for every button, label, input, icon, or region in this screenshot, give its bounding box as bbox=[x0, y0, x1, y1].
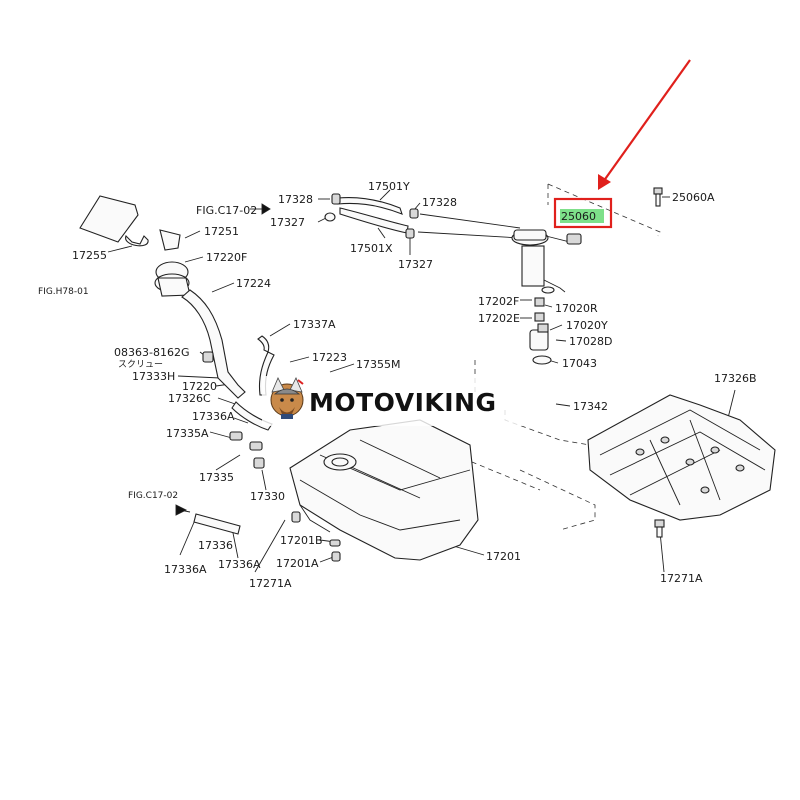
part-label: 17271A bbox=[249, 577, 292, 590]
part-label: FIG.C17-02 bbox=[196, 204, 257, 217]
part-label: 17501Y bbox=[368, 180, 410, 193]
part-label: 17220 bbox=[182, 380, 217, 393]
skid-plate-17326b bbox=[587, 394, 776, 538]
part-label: 17201 bbox=[486, 550, 521, 563]
leader-lines bbox=[107, 189, 736, 573]
watermark-background bbox=[262, 376, 532, 426]
callout-box bbox=[553, 197, 613, 229]
part-label: FIG.H78-01 bbox=[38, 287, 89, 297]
part-label: 17335A bbox=[166, 427, 209, 440]
part-label: 17020Y bbox=[566, 319, 608, 332]
part-label: 17342 bbox=[573, 400, 608, 413]
fuel-tank-17201 bbox=[289, 419, 479, 562]
part-label: 17223 bbox=[312, 351, 347, 364]
part-label: 17201B bbox=[280, 534, 323, 547]
part-label: 08363-8162G bbox=[114, 346, 189, 359]
part-label: 17224 bbox=[236, 277, 271, 290]
part-label: 17251 bbox=[204, 225, 239, 238]
callout-arrowhead-icon bbox=[598, 174, 611, 190]
watermark: MOTOVIKING bbox=[262, 376, 532, 426]
part-label: 17336A bbox=[192, 410, 235, 423]
part-label: 17020R bbox=[555, 302, 598, 315]
fuel-pump-assembly bbox=[511, 229, 582, 365]
part-label: 17335 bbox=[199, 471, 234, 484]
part-label: 17501X bbox=[350, 242, 393, 255]
callout-arrow-line bbox=[602, 59, 691, 183]
part-label: 17202E bbox=[478, 312, 520, 325]
part-label: 25060A bbox=[672, 191, 715, 204]
highlighted-part-label: 25060 bbox=[561, 210, 596, 223]
breather-hoses bbox=[250, 193, 521, 239]
part-label: 17201A bbox=[276, 557, 319, 570]
part-label: 17336A bbox=[218, 558, 261, 571]
watermark-brand: MOTOVIKING bbox=[309, 388, 497, 417]
part-label: 17336A bbox=[164, 563, 207, 576]
part-label: 17336 bbox=[198, 539, 233, 552]
filler-neck-assembly bbox=[79, 195, 275, 535]
part-label: 17327 bbox=[398, 258, 433, 271]
part-label: 17328 bbox=[278, 193, 313, 206]
part-label: 17337A bbox=[293, 318, 336, 331]
part-label: 17220F bbox=[206, 251, 247, 264]
part-label: 17355M bbox=[356, 358, 400, 371]
part-label: 17326B bbox=[714, 372, 757, 385]
part-label: 17333H bbox=[132, 370, 175, 383]
part-label: 17028D bbox=[569, 335, 612, 348]
part-labels: 17328 17501Y 17328 17327 17501X 17327 25… bbox=[38, 180, 757, 590]
part-label: スクリュー bbox=[118, 359, 163, 370]
bolt-25060a bbox=[653, 187, 663, 207]
part-callout bbox=[553, 59, 691, 229]
part-label: 17327 bbox=[270, 216, 305, 229]
part-label: 17043 bbox=[562, 357, 597, 370]
part-label: 17328 bbox=[422, 196, 457, 209]
viking-logo-icon bbox=[270, 377, 304, 419]
part-label: 17330 bbox=[250, 490, 285, 503]
part-label: 17271A bbox=[660, 572, 703, 585]
part-label: FIG.C17-02 bbox=[128, 491, 178, 501]
part-label: 17202F bbox=[478, 295, 519, 308]
highlight-marker bbox=[560, 209, 604, 223]
part-label: 17326C bbox=[168, 392, 211, 405]
part-label: 17255 bbox=[72, 249, 107, 262]
